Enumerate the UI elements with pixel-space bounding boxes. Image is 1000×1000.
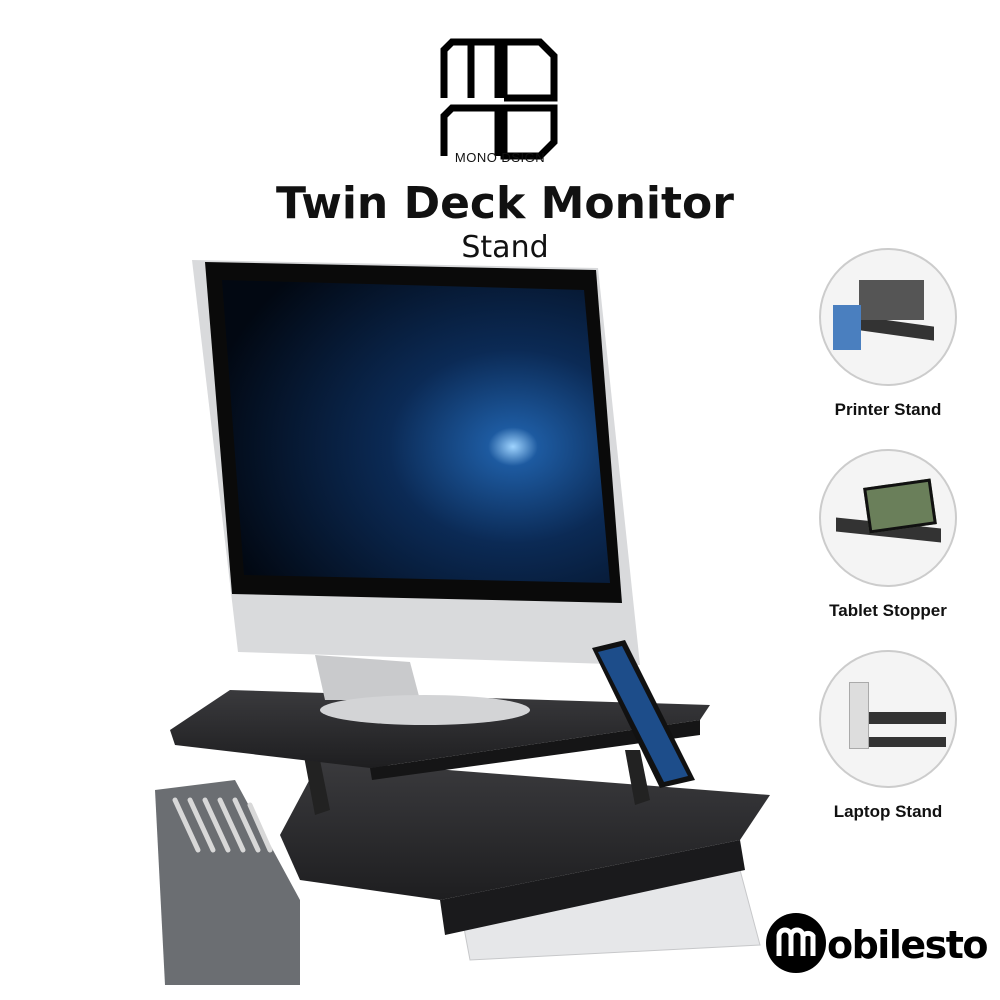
feature-label: Tablet Stopper (829, 601, 947, 620)
feature-printer-stand: Printer Stand (808, 248, 968, 420)
monitor-screen (222, 280, 610, 583)
product-subtitle: Stand (461, 230, 549, 265)
feature-label: Printer Stand (834, 400, 942, 419)
tablet-stopper-thumbnail (819, 449, 957, 587)
laptop-stand-thumbnail (819, 650, 957, 788)
feature-laptop-stand: Laptop Stand (808, 650, 968, 822)
brand-name: MONO DSIGN (454, 150, 546, 165)
upper-deck (170, 690, 710, 768)
brand-logo (440, 38, 558, 160)
svg-text:obilestop: obilestop (827, 923, 990, 967)
printer-stand-thumbnail (819, 248, 957, 386)
product-title: Twin Deck Monitor (276, 178, 734, 229)
store-logo-mobilestop: obilestop (766, 913, 990, 973)
feature-tablet-stopper: Tablet Stopper (808, 449, 968, 621)
feature-label: Laptop Stand (833, 802, 943, 821)
